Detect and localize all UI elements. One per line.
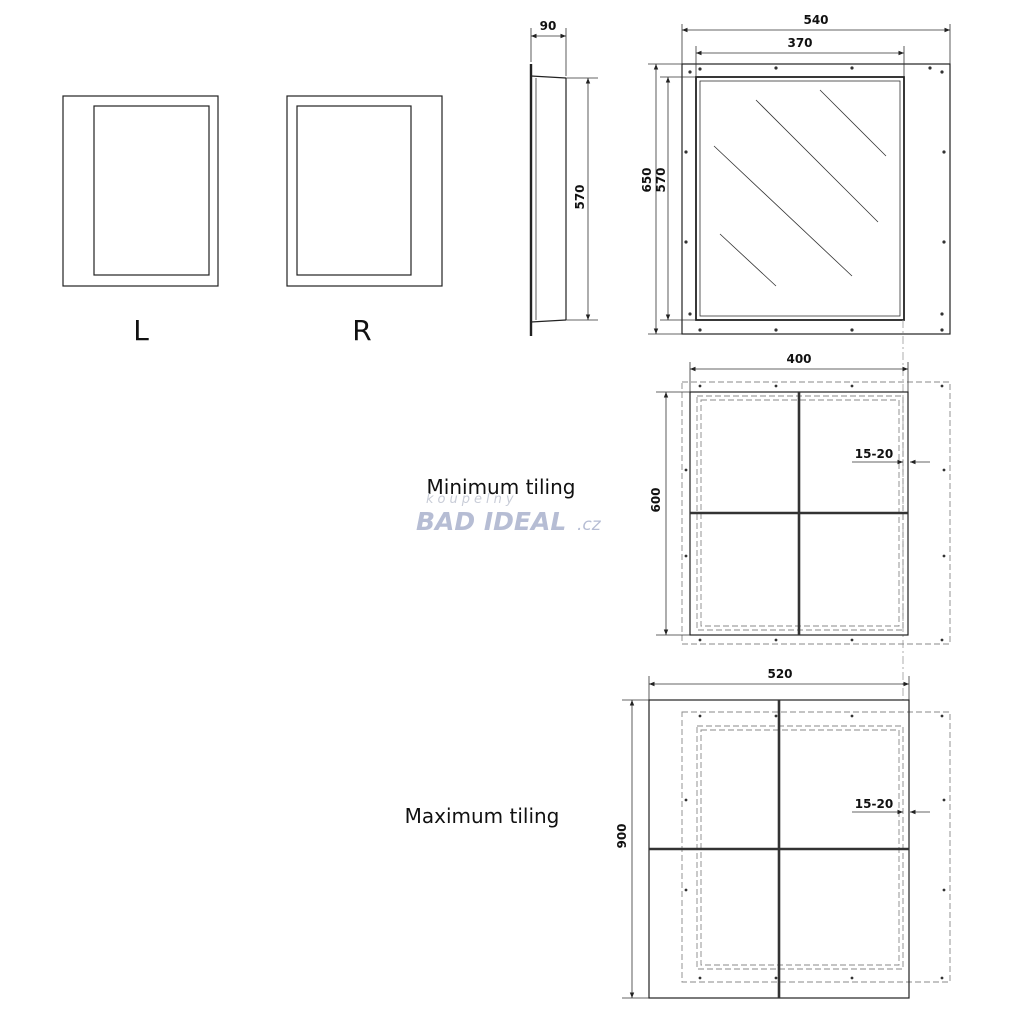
minimum-tiling-label: Minimum tiling [427,475,576,499]
variant-left-label: L [133,314,149,347]
dim-front-width-outer: 540 [803,13,828,27]
dim-side-depth: 90 [540,19,557,33]
dim-min-width: 400 [786,352,811,366]
variant-right-label: R [352,314,371,347]
watermark-line3: .cz [577,515,602,535]
watermark-line2: BAD IDEAL [416,507,566,536]
dim-min-height: 600 [649,487,663,512]
dim-front-height-inner: 570 [654,167,668,192]
maximum-tiling-drawing [622,676,951,999]
dim-side-height: 570 [573,184,587,209]
watermark-logo: koupelny BAD IDEAL .cz [416,492,602,536]
maximum-tiling-label: Maximum tiling [405,804,560,828]
dim-max-gap: 15-20 [855,797,893,811]
variant-left-drawing [62,95,219,287]
dim-max-height: 900 [615,823,629,848]
side-view [529,28,598,336]
dim-min-gap: 15-20 [855,447,893,461]
watermark-line1: koupelny [426,492,518,507]
dim-front-height-outer: 650 [640,167,654,192]
front-view [648,24,951,335]
dim-front-width-inner: 370 [787,36,812,50]
variant-right-drawing [286,95,443,287]
dim-max-width: 520 [767,667,792,681]
minimum-tiling-drawing [656,362,951,645]
